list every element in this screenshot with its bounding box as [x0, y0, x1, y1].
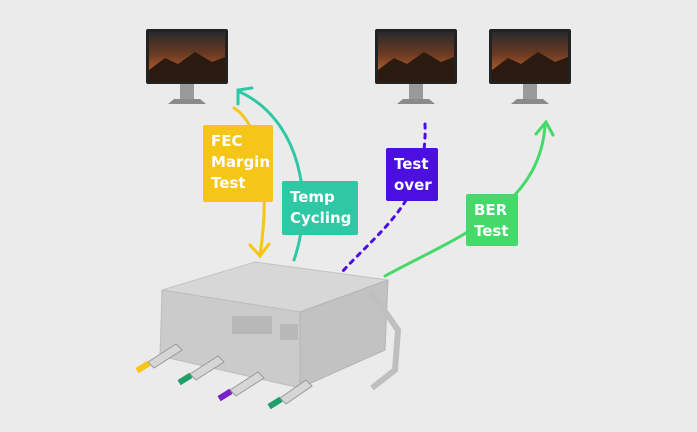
monitor-icon — [146, 29, 228, 104]
ber-test-label: BER Test — [466, 194, 518, 246]
temp-arrow — [236, 86, 305, 262]
test-over-label: Test over — [386, 148, 438, 201]
test-chassis-icon — [159, 261, 402, 391]
monitor-icon — [375, 29, 457, 104]
monitor-icon — [489, 29, 571, 104]
transceiver-icon — [217, 371, 265, 402]
transceiver-icon — [267, 379, 313, 410]
transceiver-icon — [177, 355, 225, 386]
transceiver-icon — [135, 343, 183, 374]
fec-margin-test-label: FEC Margin Test — [203, 125, 273, 202]
temp-cycling-label: Temp Cycling — [282, 181, 358, 235]
